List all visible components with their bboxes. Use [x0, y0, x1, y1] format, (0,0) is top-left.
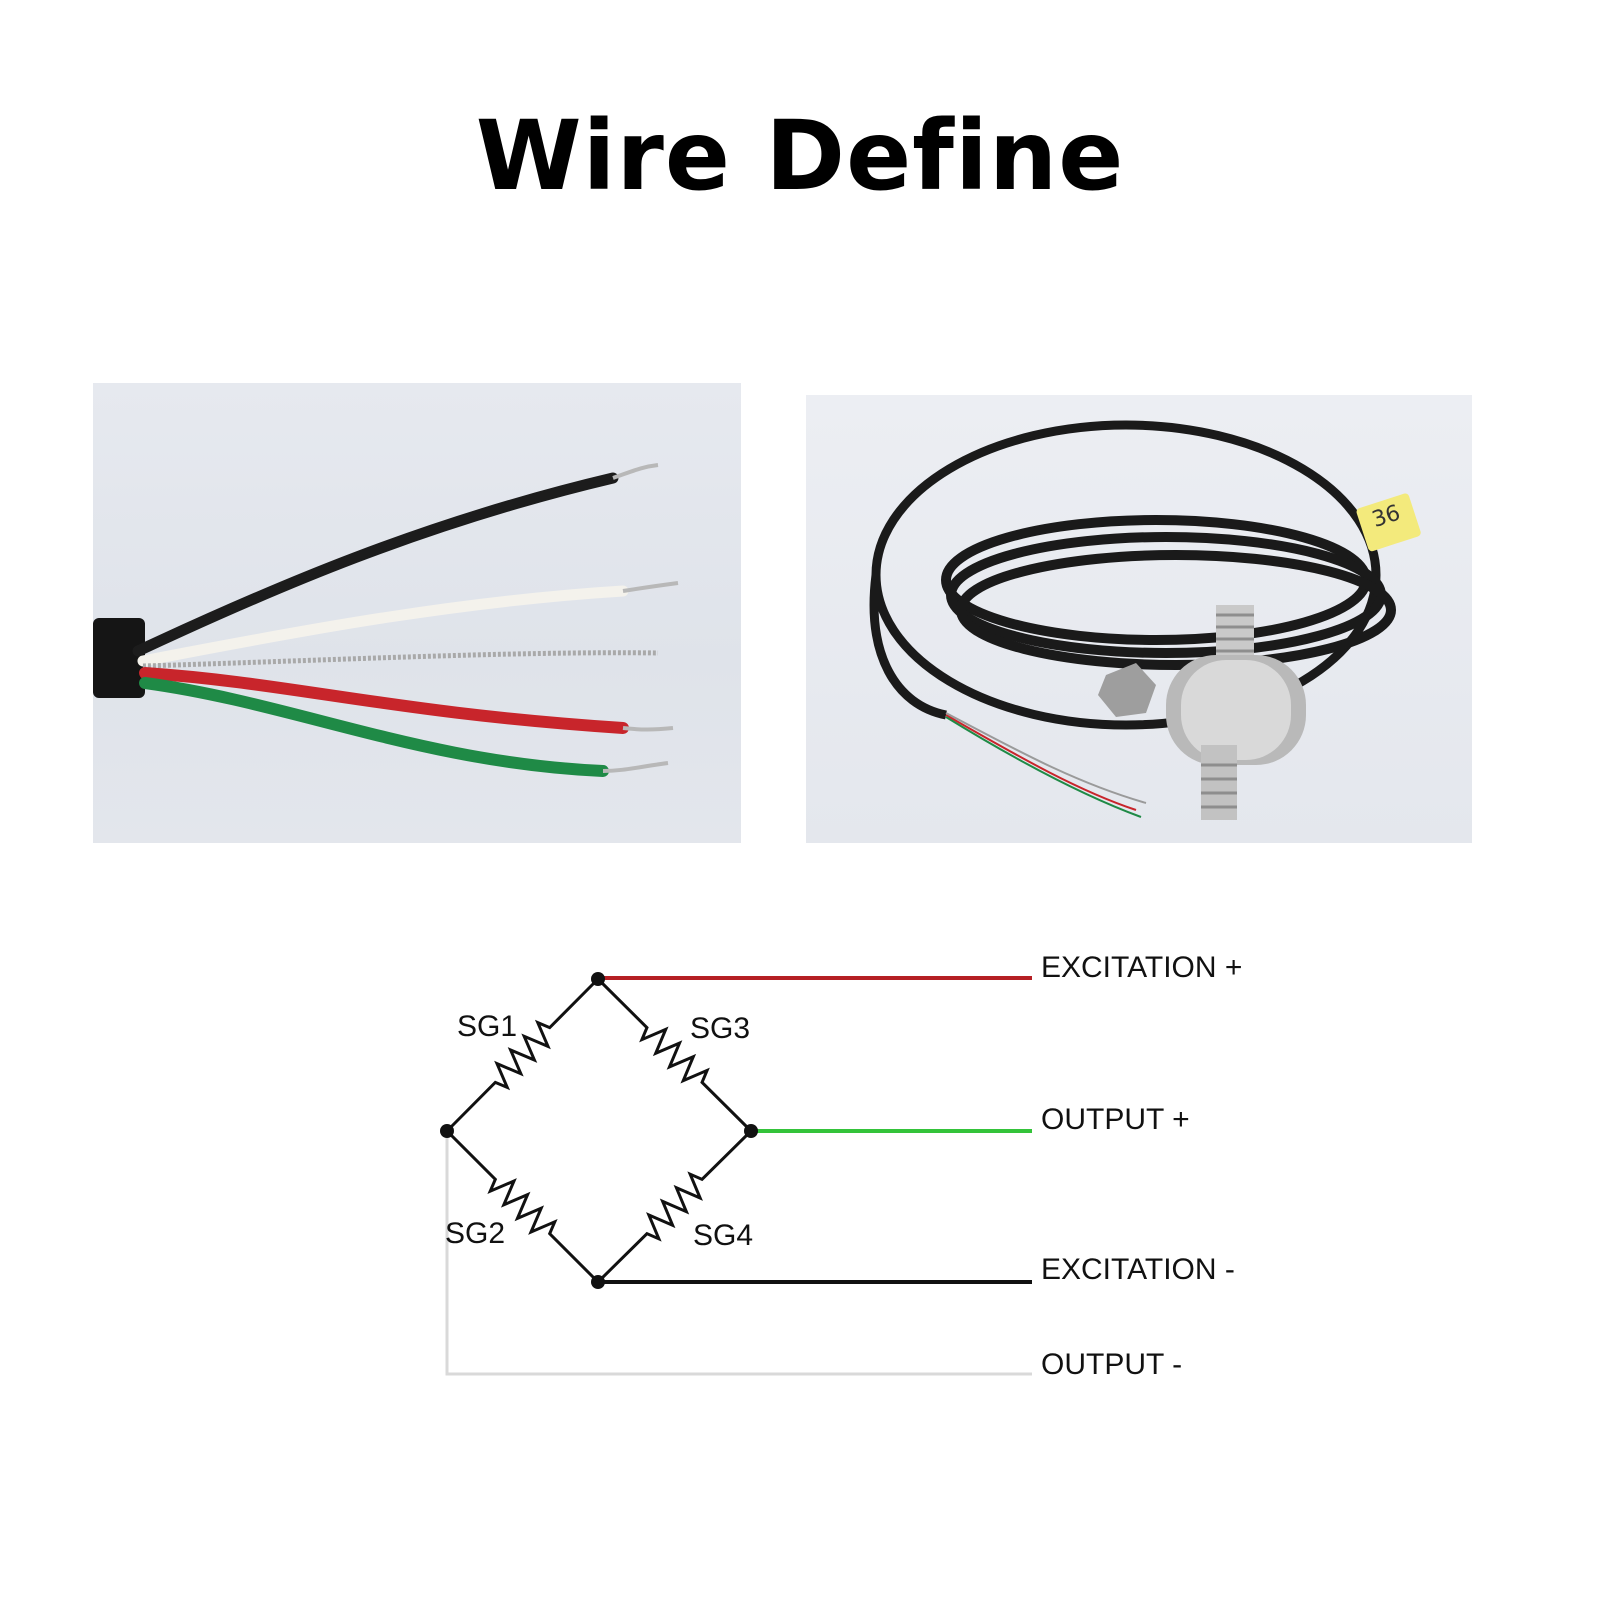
- sg1-label: SG1: [457, 1010, 517, 1043]
- green-wire: [139, 677, 609, 777]
- white-wire: [137, 585, 629, 667]
- load-cell-photo: 36: [806, 395, 1472, 843]
- bottom-node: [591, 1275, 605, 1289]
- sg2-resistor: [445, 1129, 600, 1284]
- load-cell-face: [1181, 660, 1291, 760]
- cable-gland: [1098, 663, 1156, 717]
- page-title: Wire Define: [475, 100, 1125, 212]
- red-wire-tip: [622, 726, 674, 732]
- white-wire-tip: [622, 581, 679, 593]
- output-minus-wire: [445, 1131, 1032, 1376]
- sg4-resistor: [596, 1129, 753, 1284]
- red-strand: [945, 714, 1137, 811]
- excitation-plus-label: EXCITATION +: [1041, 951, 1242, 984]
- left-node: [440, 1124, 454, 1138]
- shield-strand: [945, 712, 1147, 804]
- red-wire: [139, 667, 629, 734]
- cable-tail: [869, 574, 948, 720]
- black-wire-tip: [612, 463, 659, 480]
- label-sticker: [1356, 493, 1421, 552]
- sg1-resistor: [445, 977, 600, 1133]
- right-node: [744, 1124, 758, 1138]
- output-minus-label: OUTPUT -: [1041, 1348, 1182, 1381]
- green-wire-tip: [602, 761, 669, 773]
- sg2-label: SG2: [445, 1217, 505, 1250]
- excitation-minus-label: EXCITATION -: [1041, 1253, 1235, 1286]
- bridge-arms: [445, 977, 753, 1284]
- cable-wires-photo: [93, 383, 741, 843]
- black-wire: [132, 472, 619, 657]
- sg4-label: SG4: [693, 1219, 753, 1252]
- cable-coil: [956, 550, 1396, 670]
- cable-sheath: [93, 618, 145, 698]
- top-node: [591, 972, 605, 986]
- sg3-resistor: [596, 977, 753, 1133]
- output-plus-label: OUTPUT +: [1041, 1103, 1190, 1136]
- sg3-label: SG3: [690, 1012, 750, 1045]
- green-strand: [945, 716, 1142, 818]
- bottom-thread: [1201, 745, 1237, 820]
- shield-wire: [142, 650, 659, 669]
- wiring-diagram: SG1 SG3 SG2 SG4 EXCITATION + OUTPUT + EX…: [440, 951, 1242, 1381]
